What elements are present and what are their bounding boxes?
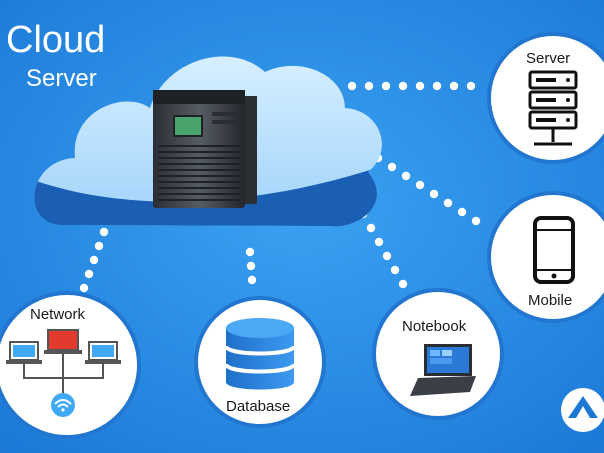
notebook-laptop-icon <box>410 344 476 396</box>
connector-dots <box>79 81 481 293</box>
mobile-node <box>487 191 604 323</box>
server-node <box>487 32 604 164</box>
server-label: Server <box>526 50 571 67</box>
mobile-label: Mobile <box>528 292 573 309</box>
network-laptops-icon <box>6 329 121 394</box>
network-label: Network <box>30 306 86 323</box>
network-node <box>0 291 141 439</box>
server-rack-icon <box>528 70 578 146</box>
notebook-node <box>372 288 504 420</box>
database-label: Database <box>226 398 291 415</box>
mobile-phone-icon <box>533 216 575 284</box>
brand-logo-icon <box>561 388 604 432</box>
connector-network <box>79 227 109 293</box>
cloud-title: Cloud <box>6 19 106 61</box>
cloud-subtitle: Server <box>26 65 97 92</box>
server-tower-icon <box>153 90 257 208</box>
connector-database <box>245 247 257 285</box>
connector-server <box>347 81 476 91</box>
wifi-icon <box>51 393 75 417</box>
database-node <box>194 296 326 428</box>
notebook-label: Notebook <box>402 318 467 335</box>
database-icon <box>224 318 296 390</box>
